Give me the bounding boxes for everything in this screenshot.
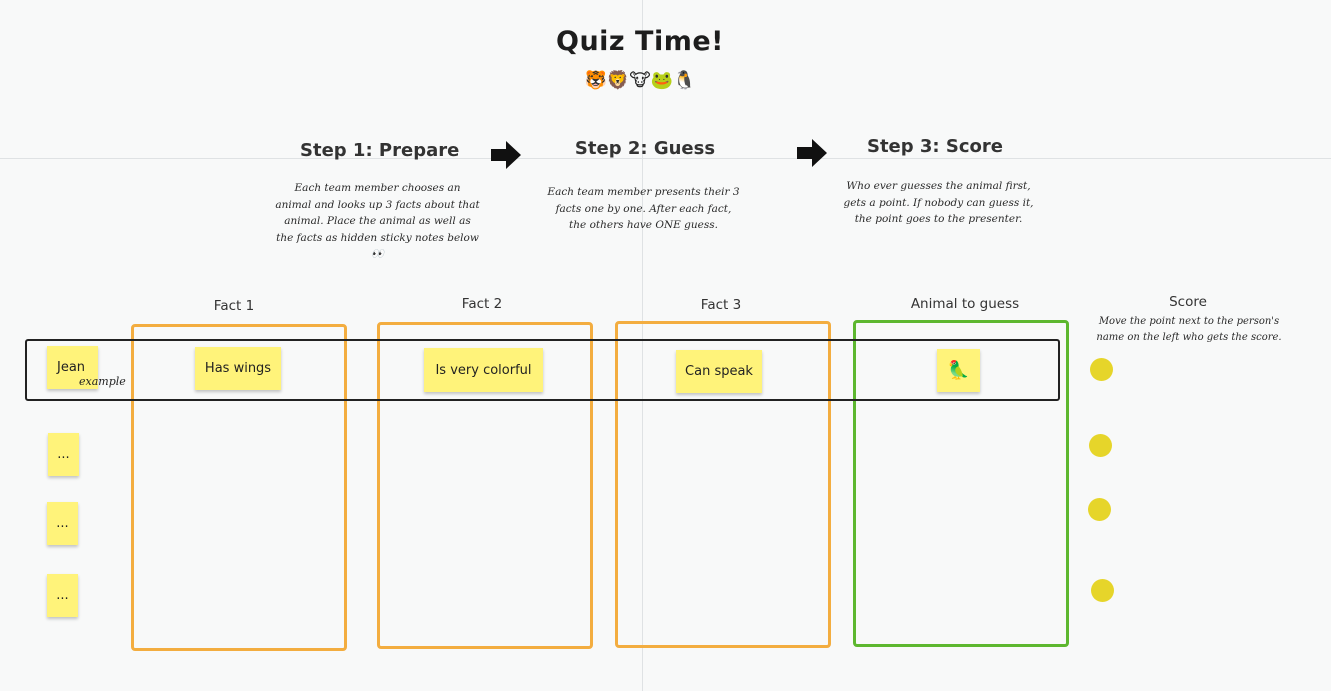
- sticky-note-fact-2[interactable]: Is very colorful: [424, 348, 543, 392]
- fact-1-header[interactable]: Fact 1: [213, 298, 255, 314]
- sticky-note-player[interactable]: ...: [48, 433, 79, 476]
- step-2-description[interactable]: Each team member presents their 3 facts …: [547, 186, 740, 231]
- arrow-right-icon: [491, 141, 521, 169]
- step-1-description[interactable]: Each team member chooses an animal and l…: [275, 182, 480, 260]
- animal-header[interactable]: Animal to guess: [910, 296, 1020, 312]
- sticky-note-player[interactable]: ...: [47, 502, 78, 545]
- score-point[interactable]: [1089, 434, 1112, 457]
- sticky-note-fact-3[interactable]: Can speak: [676, 350, 762, 393]
- sticky-note-player-name[interactable]: Jean: [47, 346, 98, 389]
- horizontal-guide-line: [0, 158, 1331, 159]
- board-title[interactable]: Quiz Time!: [556, 26, 724, 57]
- fact-3-header[interactable]: Fact 3: [700, 297, 742, 313]
- fact-2-header[interactable]: Fact 2: [461, 296, 503, 312]
- sticky-note-animal[interactable]: 🦜: [937, 349, 980, 392]
- score-point[interactable]: [1091, 579, 1114, 602]
- fact-3-frame[interactable]: [615, 321, 831, 648]
- step-1-title[interactable]: Step 1: Prepare: [300, 140, 460, 161]
- arrow-right-icon: [797, 139, 827, 167]
- step-3-description[interactable]: Who ever guesses the animal first, gets …: [843, 180, 1034, 225]
- score-header[interactable]: Score: [1169, 294, 1207, 310]
- animal-emojis[interactable]: 🐯🦁🐮🐸🐧: [584, 70, 696, 91]
- example-row-outline[interactable]: [25, 339, 1060, 401]
- fact-1-frame[interactable]: [131, 324, 347, 651]
- sticky-note-player[interactable]: ...: [47, 574, 78, 617]
- vertical-guide-line: [642, 0, 643, 691]
- step-3-title[interactable]: Step 3: Score: [866, 136, 1003, 157]
- fact-2-frame[interactable]: [377, 322, 593, 649]
- sticky-note-fact-1[interactable]: Has wings: [195, 347, 281, 390]
- step-2-title[interactable]: Step 2: Guess: [574, 138, 716, 159]
- score-description[interactable]: Move the point next to the person's name…: [1096, 316, 1282, 343]
- animal-frame[interactable]: [853, 320, 1069, 647]
- score-point[interactable]: [1088, 498, 1111, 521]
- score-point[interactable]: [1090, 358, 1113, 381]
- example-label[interactable]: example: [79, 375, 126, 388]
